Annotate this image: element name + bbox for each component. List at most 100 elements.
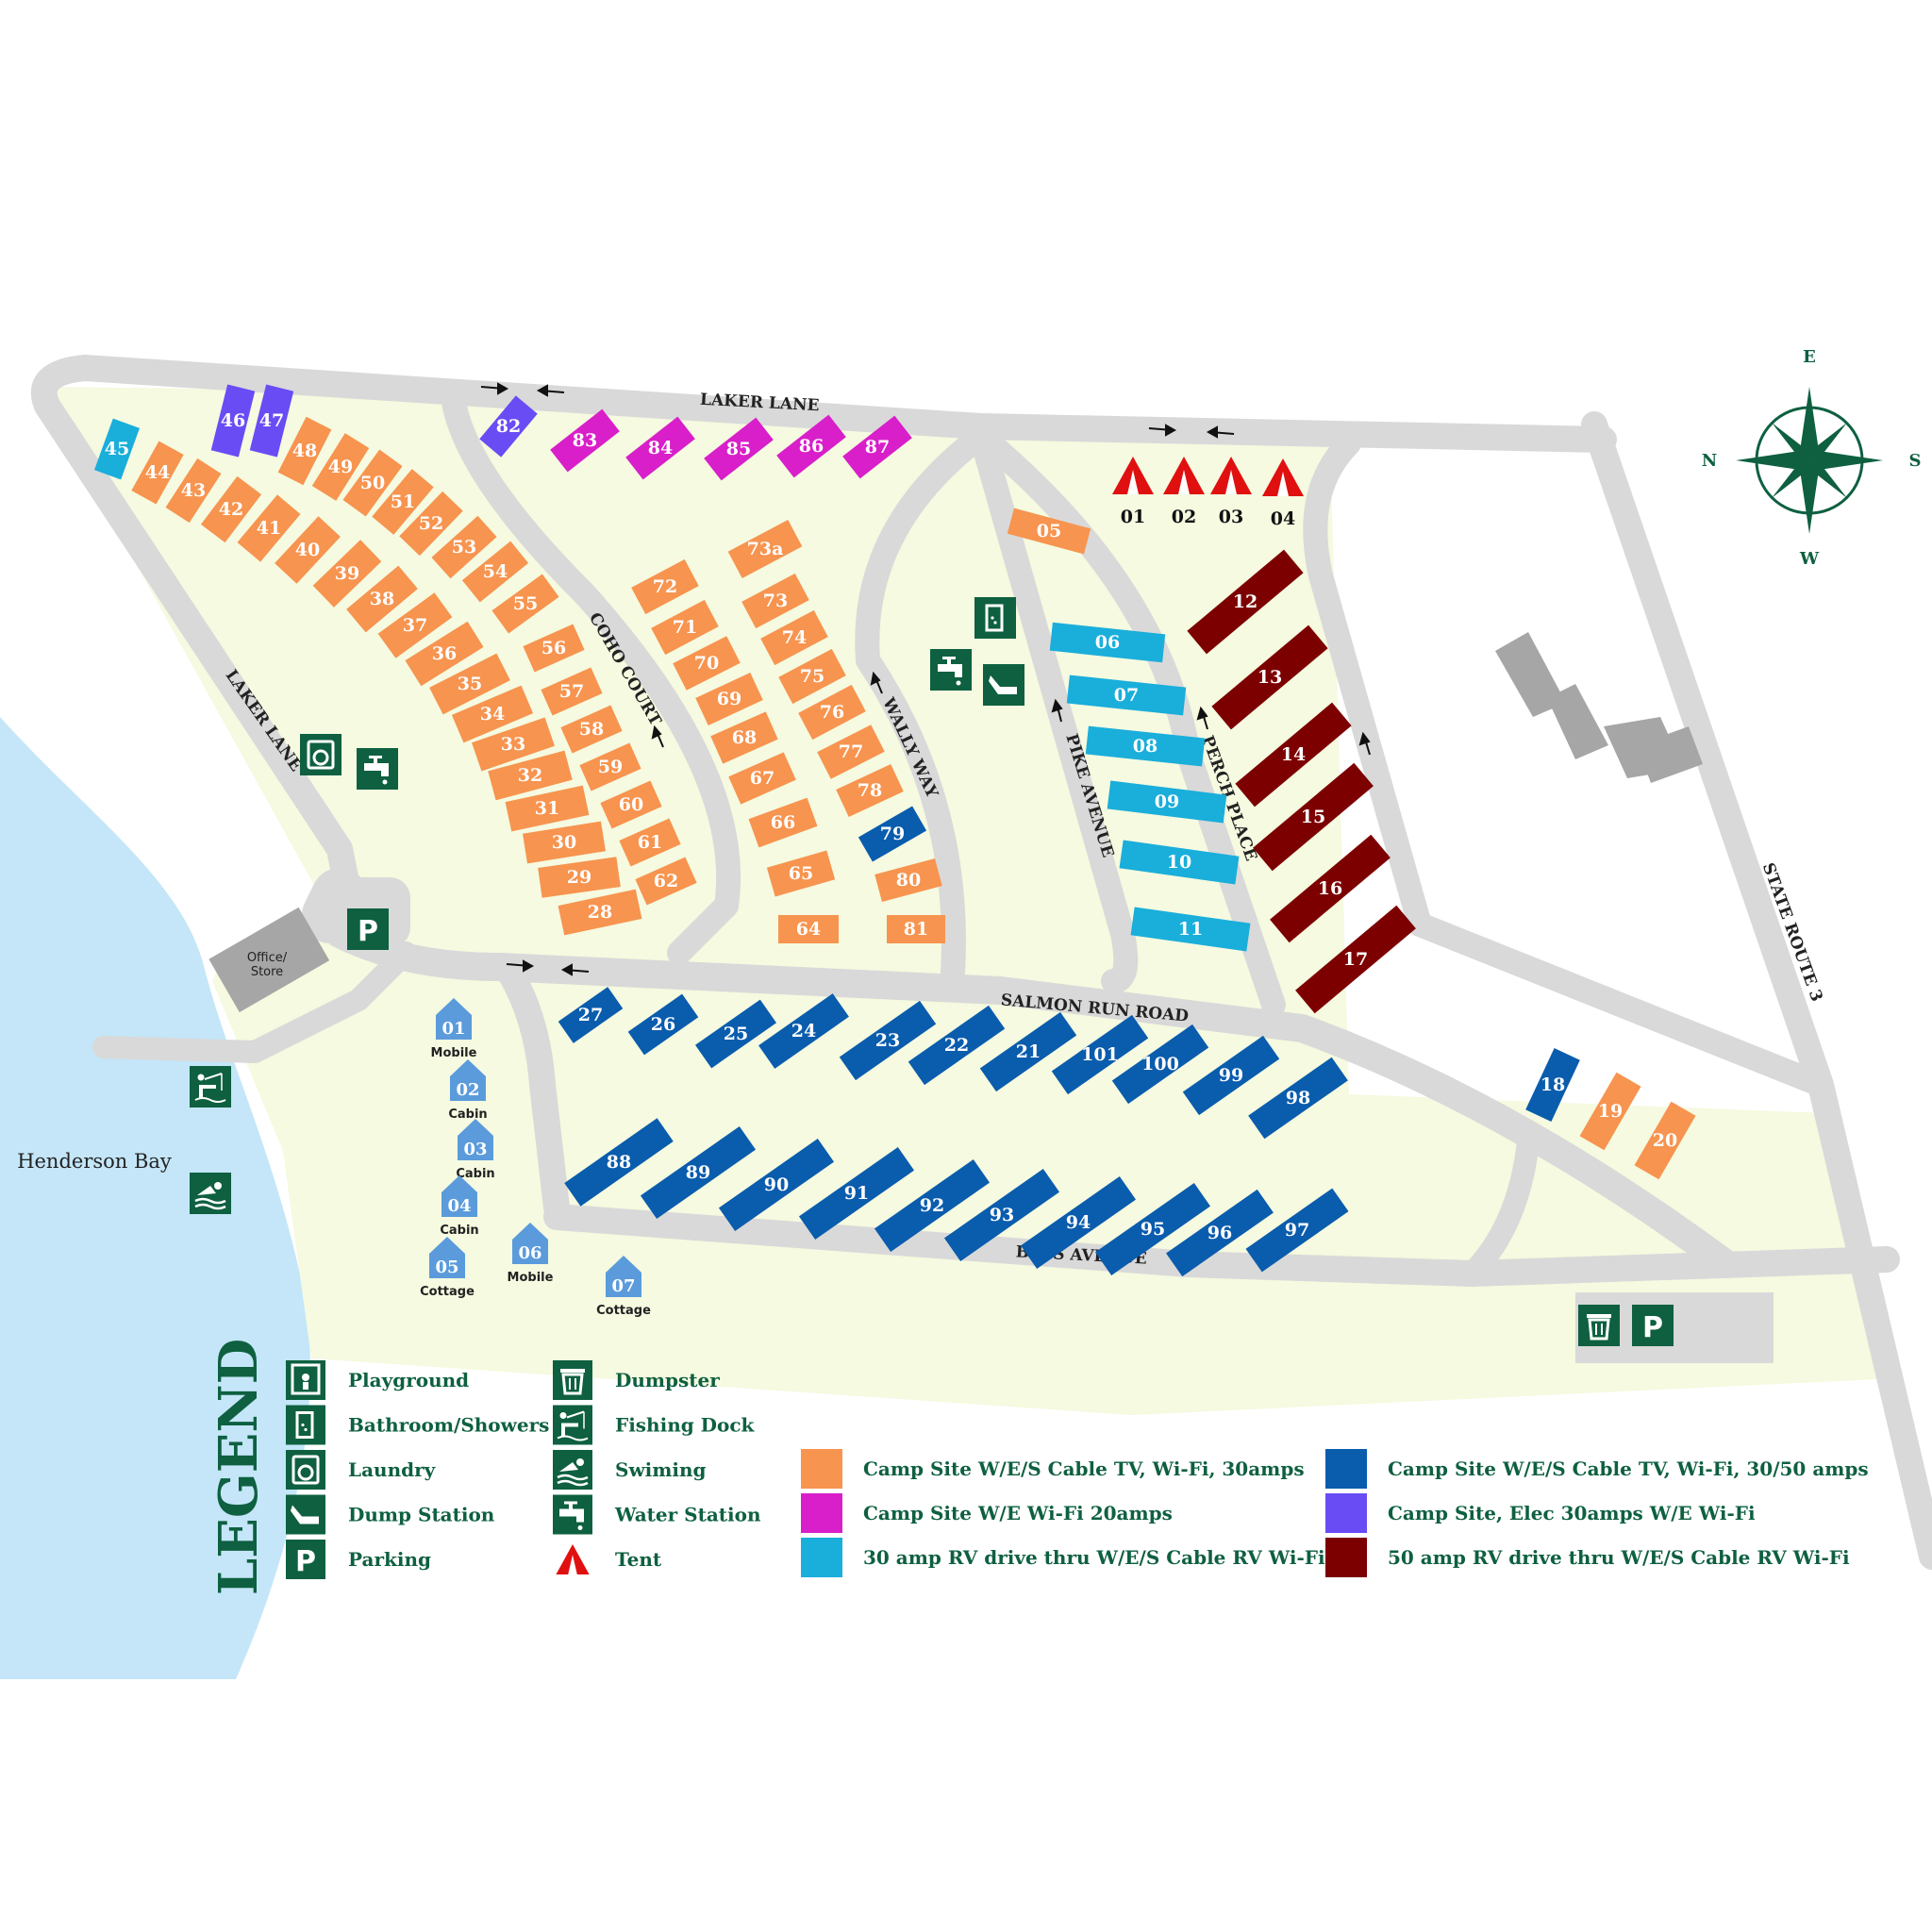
campsite-40[interactable]: 40: [274, 515, 341, 584]
parking-icon[interactable]: [347, 908, 389, 950]
water-station-icon[interactable]: [930, 649, 972, 691]
campsite-39[interactable]: 39: [312, 539, 382, 608]
campsite-45[interactable]: 45: [93, 418, 141, 480]
campsite-29[interactable]: 29: [538, 857, 621, 898]
campsite-46[interactable]: 46: [210, 384, 256, 458]
campsite-90[interactable]: 90: [718, 1138, 835, 1233]
campsite-64[interactable]: 64: [778, 915, 839, 943]
campsite-69[interactable]: 69: [695, 672, 763, 726]
campsite-10[interactable]: 10: [1119, 840, 1240, 885]
campsite-71[interactable]: 71: [651, 599, 719, 656]
campsite-42[interactable]: 42: [200, 475, 262, 543]
campsite-11[interactable]: 11: [1130, 907, 1251, 952]
campsite-83[interactable]: 83: [549, 408, 621, 474]
campsite-82[interactable]: 82: [478, 394, 540, 458]
water-station-icon[interactable]: [357, 748, 398, 790]
campsite-41[interactable]: 41: [237, 494, 302, 563]
dump-station-icon[interactable]: [983, 664, 1024, 706]
campsite-24[interactable]: 24: [758, 992, 850, 1070]
campsite-99[interactable]: 99: [1182, 1035, 1280, 1117]
bathroom-icon[interactable]: [974, 597, 1016, 639]
tent-site-02[interactable]: 02: [1163, 457, 1205, 527]
campsite-09[interactable]: 09: [1107, 780, 1227, 824]
campsite-17[interactable]: 17: [1294, 905, 1416, 1014]
campsite-51[interactable]: 51: [371, 468, 436, 537]
campsite-43[interactable]: 43: [164, 458, 223, 525]
tent-site-03[interactable]: 03: [1210, 457, 1252, 527]
campsite-91[interactable]: 91: [798, 1146, 915, 1241]
campsite-73a[interactable]: 73a: [726, 517, 803, 580]
campsite-68[interactable]: 68: [710, 711, 778, 764]
campsite-38[interactable]: 38: [346, 565, 419, 633]
campsite-06[interactable]: 06: [1049, 622, 1166, 663]
fishing-dock-icon[interactable]: [190, 1066, 231, 1108]
tent-site-04[interactable]: 04: [1262, 458, 1304, 529]
campsite-50[interactable]: 50: [341, 448, 405, 518]
campsite-59[interactable]: 59: [579, 742, 641, 791]
campsite-85[interactable]: 85: [703, 416, 774, 482]
campsite-79[interactable]: 79: [858, 806, 927, 863]
campsite-60[interactable]: 60: [600, 780, 662, 829]
laundry-icon[interactable]: [300, 734, 341, 775]
campsite-13[interactable]: 13: [1211, 625, 1328, 730]
campsite-95[interactable]: 95: [1094, 1182, 1211, 1277]
campsite-97[interactable]: 97: [1245, 1187, 1350, 1273]
campsite-93[interactable]: 93: [943, 1168, 1060, 1263]
campsite-73[interactable]: 73: [741, 573, 809, 629]
campsite-80[interactable]: 80: [874, 858, 942, 903]
campsite-65[interactable]: 65: [766, 850, 836, 897]
campsite-56[interactable]: 56: [523, 624, 585, 673]
campsite-23[interactable]: 23: [839, 1000, 937, 1082]
campsite-32[interactable]: 32: [488, 750, 573, 801]
campsite-08[interactable]: 08: [1085, 725, 1206, 767]
campsite-66[interactable]: 66: [748, 797, 818, 848]
campsite-98[interactable]: 98: [1247, 1056, 1349, 1140]
campsite-100[interactable]: 100: [1109, 1020, 1212, 1108]
campsite-58[interactable]: 58: [560, 705, 623, 754]
campsite-05[interactable]: 05: [1007, 508, 1091, 555]
campsite-15[interactable]: 15: [1252, 762, 1374, 872]
campsite-14[interactable]: 14: [1235, 702, 1352, 808]
campsite-34[interactable]: 34: [451, 685, 534, 743]
campsite-19[interactable]: 19: [1578, 1072, 1642, 1152]
campsite-96[interactable]: 96: [1165, 1189, 1274, 1278]
campsite-92[interactable]: 92: [874, 1158, 991, 1254]
campsite-61[interactable]: 61: [619, 818, 681, 867]
campsite-76[interactable]: 76: [798, 684, 866, 741]
campsite-86[interactable]: 86: [775, 413, 847, 479]
campsite-72[interactable]: 72: [631, 558, 699, 615]
campsite-27[interactable]: 27: [557, 985, 624, 1045]
campsite-89[interactable]: 89: [640, 1125, 757, 1221]
campsite-35[interactable]: 35: [429, 653, 510, 715]
campsite-28[interactable]: 28: [558, 889, 642, 936]
campsite-75[interactable]: 75: [778, 648, 846, 705]
campsite-12[interactable]: 12: [1187, 549, 1304, 655]
campsite-81[interactable]: 81: [887, 915, 945, 943]
campsite-37[interactable]: 37: [377, 592, 453, 658]
campsite-21[interactable]: 21: [979, 1011, 1077, 1093]
campsite-25[interactable]: 25: [694, 998, 777, 1069]
dumpster-icon[interactable]: [1578, 1305, 1620, 1346]
campsite-20[interactable]: 20: [1633, 1101, 1697, 1181]
tent-site-01[interactable]: 01: [1112, 457, 1154, 527]
campsite-47[interactable]: 47: [249, 384, 294, 458]
campsite-16[interactable]: 16: [1269, 834, 1391, 943]
campsite-87[interactable]: 87: [841, 414, 913, 480]
campsite-77[interactable]: 77: [817, 724, 885, 779]
swimming-icon[interactable]: [190, 1173, 231, 1214]
campsite-48[interactable]: 48: [276, 416, 333, 486]
campsite-74[interactable]: 74: [760, 609, 828, 666]
campsite-54[interactable]: 54: [461, 540, 530, 604]
campsite-62[interactable]: 62: [635, 857, 697, 906]
campsite-88[interactable]: 88: [563, 1117, 674, 1208]
campsite-18[interactable]: 18: [1524, 1047, 1582, 1122]
campsite-57[interactable]: 57: [541, 667, 603, 716]
campsite-84[interactable]: 84: [625, 415, 696, 481]
campsite-70[interactable]: 70: [673, 636, 741, 691]
